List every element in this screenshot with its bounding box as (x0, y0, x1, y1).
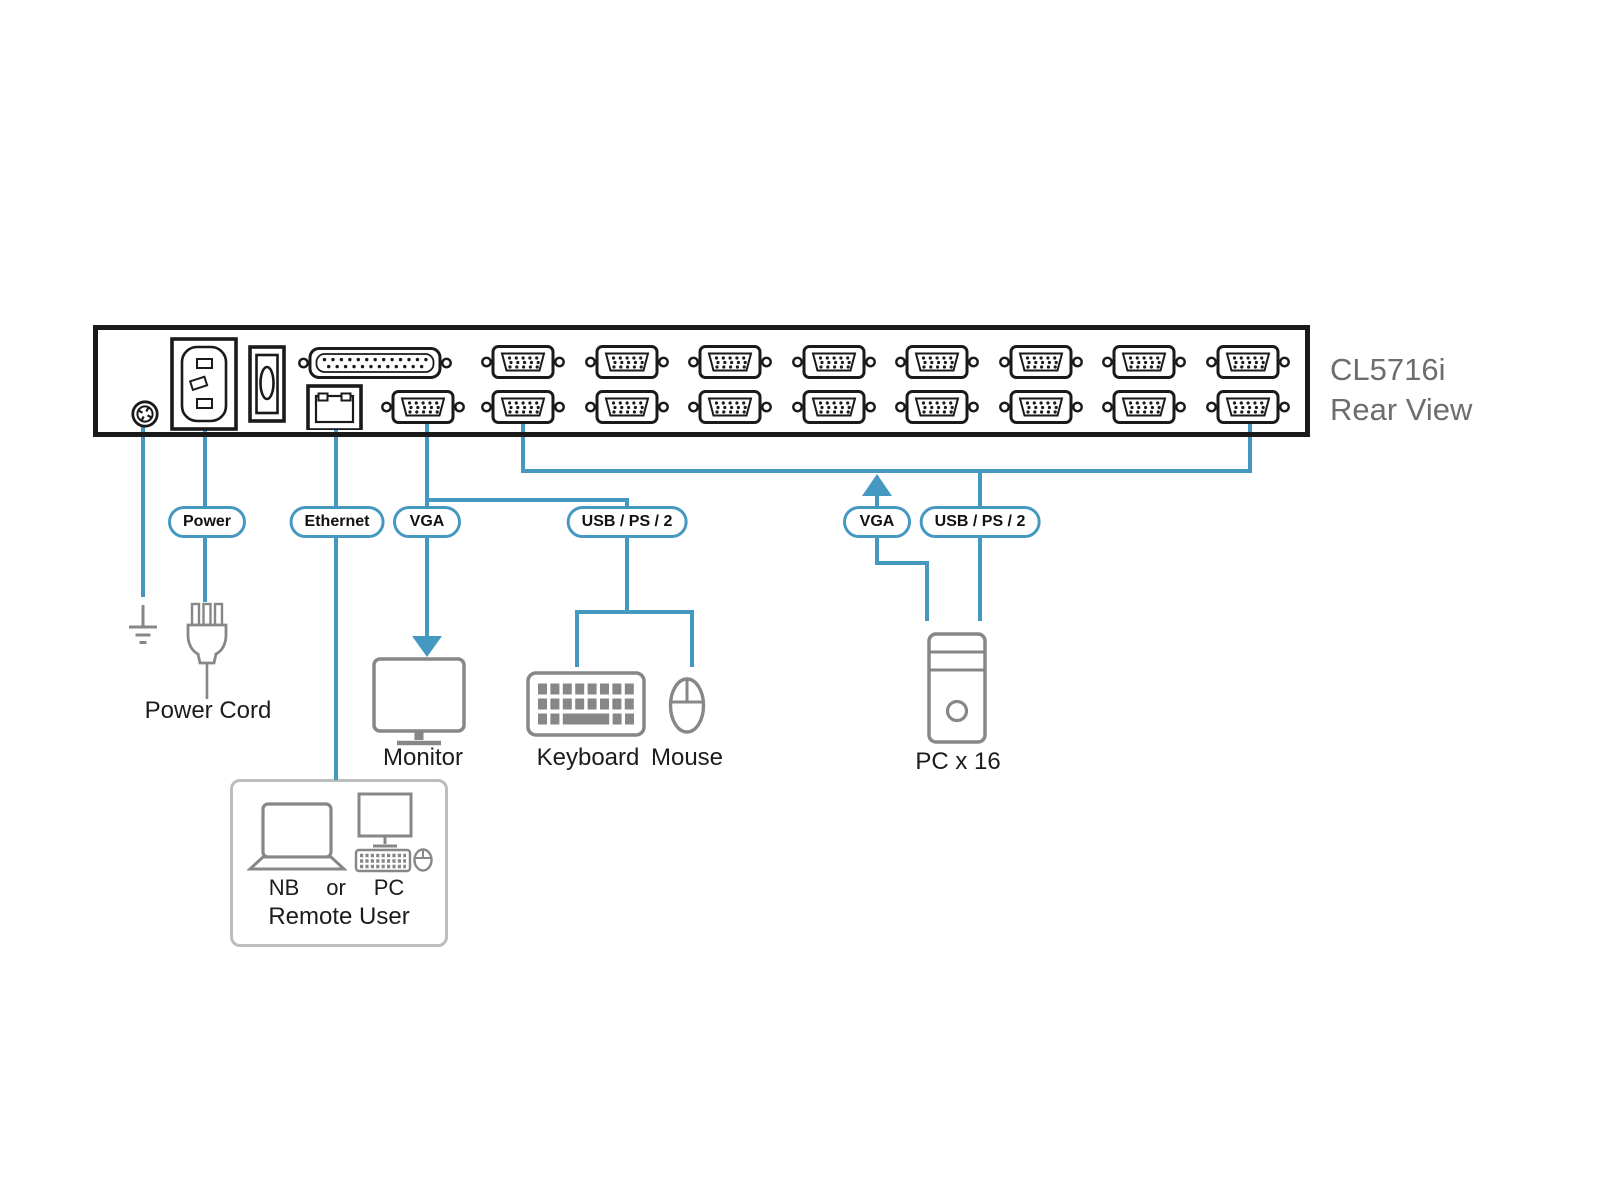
power-switch-icon (248, 345, 286, 423)
kvm-vga-port-icon (895, 345, 979, 379)
pc-vga-arrow-icon (862, 474, 892, 496)
keyboard-line (575, 610, 579, 667)
desktop-pc-icon (352, 791, 436, 875)
ethernet-line (334, 437, 338, 780)
kvm-bus-line (521, 469, 1252, 473)
kvm-vga-port-icon (998, 390, 1083, 424)
power-inlet-icon (170, 337, 238, 431)
ethernet-label-pill: Ethernet (289, 506, 385, 538)
kvm-vga-port-icon (1205, 390, 1290, 424)
power-cord-caption: Power Cord (144, 697, 272, 724)
remote-user-caption: Remote User (268, 903, 410, 930)
kb-mouse-split (575, 610, 694, 614)
or-caption: or (326, 875, 346, 900)
kvm-vga-port-icon (791, 345, 876, 379)
pc-caption: PC (373, 875, 405, 900)
device-panel (93, 325, 1310, 437)
nb-caption: NB (268, 875, 300, 900)
pc-group-caption: PC x 16 (915, 748, 1001, 775)
kvm-bus-left-drop (521, 437, 525, 473)
monitor-caption: Monitor (382, 744, 464, 771)
keyboard-icon (526, 671, 646, 737)
pc-vga-down3 (925, 561, 929, 621)
mouse-caption: Mouse (650, 744, 724, 771)
power-cord-icon (184, 602, 230, 702)
kvm-vga-port-icon (481, 390, 565, 424)
console-usb-branch (425, 498, 629, 502)
kvm-vga-port-icon (481, 345, 565, 379)
stub (521, 416, 525, 432)
monitor-icon (371, 656, 467, 748)
pc-vga-down1 (875, 536, 879, 565)
console-vga-port-icon (381, 390, 465, 424)
ground-symbol-icon (119, 603, 167, 651)
kvm-vga-port-icon (584, 345, 669, 379)
pc-usb-ps2-label-pill: USB / PS / 2 (919, 506, 1041, 538)
stub (425, 416, 429, 432)
mouse-icon (668, 676, 708, 736)
keyboard-caption: Keyboard (536, 744, 640, 771)
kvm-vga-port-icon (791, 390, 876, 424)
pc-usb-line (978, 473, 982, 621)
console-usb-line (625, 498, 629, 614)
laptop-icon (246, 801, 348, 873)
kvm-vga-port-icon (688, 345, 772, 379)
view-name: Rear View (1330, 392, 1473, 427)
console-vga-label-pill: VGA (393, 506, 461, 538)
ground-line (141, 437, 145, 597)
mouse-line (690, 610, 694, 667)
stub (1248, 416, 1252, 432)
rj45-ethernet-icon (306, 384, 363, 432)
kvm-vga-port-icon (1205, 345, 1290, 379)
model-name: CL5716i (1330, 352, 1446, 387)
kvm-vga-port-icon (895, 390, 979, 424)
kvm-vga-port-icon (1102, 390, 1186, 424)
kvm-bus-right-riser (1248, 437, 1252, 473)
pc-vga-down2 (875, 561, 929, 565)
power-label-pill: Power (167, 506, 247, 538)
page-title: CL5716i Rear View (1330, 350, 1472, 430)
pc-vga-stem (875, 494, 879, 508)
kvm-vga-port-icon (688, 390, 772, 424)
ground-screw-icon (130, 399, 160, 429)
monitor-arrow-icon (412, 636, 442, 657)
db25-console-icon (298, 347, 452, 379)
kvm-vga-port-icon (584, 390, 669, 424)
pc-vga-label-pill: VGA (843, 506, 911, 538)
console-usb-ps2-label-pill: USB / PS / 2 (566, 506, 688, 538)
kvm-vga-port-icon (1102, 345, 1186, 379)
kvm-vga-port-icon (998, 345, 1083, 379)
pc-tower-icon (926, 631, 988, 745)
